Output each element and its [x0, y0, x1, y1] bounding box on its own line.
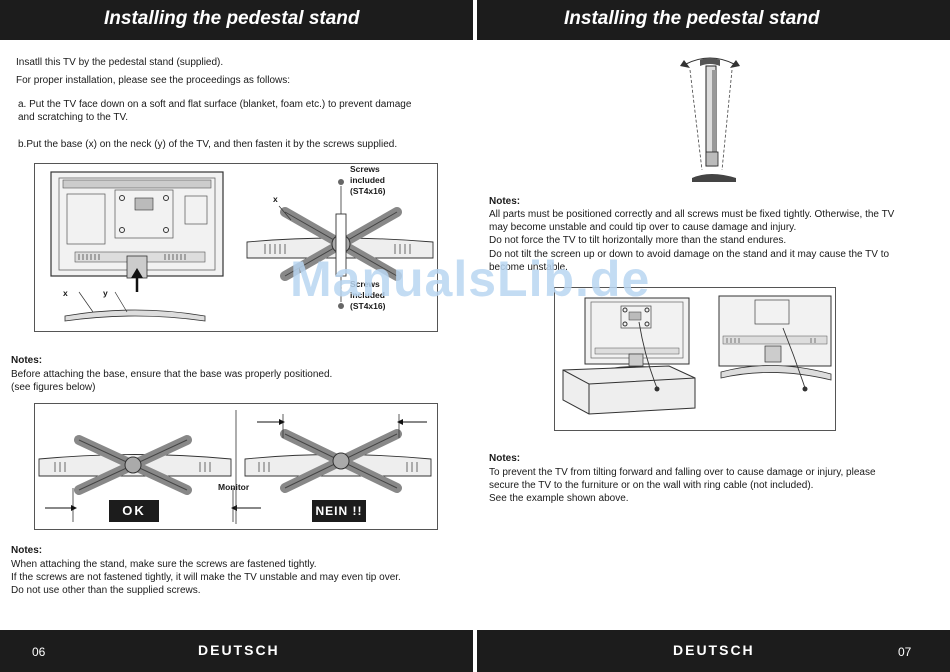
left-header-title: Installing the pedestal stand	[104, 8, 360, 29]
right-footer-language: DEUTSCH	[673, 642, 755, 658]
screws-bottom-line-1: Screws	[350, 279, 380, 289]
step-b: b.Put the base (x) on the neck (y) of th…	[18, 139, 398, 150]
figure-2-drawing	[38, 410, 432, 524]
screws-top-line-3: (ST4x16)	[350, 186, 386, 196]
figure-1-attach-base: x y x Screws included (ST4x16) Screws in…	[34, 163, 438, 332]
right-notes-2-line-1: To prevent the TV from tilting forward a…	[489, 467, 876, 478]
right-notes-1-line-2: may become unstable and could tip over t…	[489, 222, 797, 233]
left-notes-2-line-3: Do not use other than the supplied screw…	[11, 585, 201, 596]
left-notes-2-line-2: If the screws are not fastened tightly, …	[11, 572, 401, 583]
label-base-x-right: x	[273, 194, 278, 204]
right-notes-1-title: Notes:	[489, 196, 521, 207]
left-notes-2-title: Notes:	[11, 545, 43, 556]
screws-bottom-line-2: included	[350, 290, 385, 300]
right-notes-2-line-3: See the example shown above.	[489, 493, 629, 504]
left-page-header: Installing the pedestal stand	[0, 0, 473, 40]
screws-top-line-1: Screws	[350, 164, 380, 174]
right-header-title: Installing the pedestal stand	[564, 8, 820, 29]
screws-bottom-line-3: (ST4x16)	[350, 301, 386, 311]
screws-included-bottom: Screws included (ST4x16)	[350, 279, 385, 312]
figure-1-drawing	[50, 171, 434, 322]
screws-included-top: Screws included (ST4x16)	[350, 164, 385, 197]
watermark: ManualsLib.de	[290, 251, 651, 307]
left-page-footer: 06 DEUTSCH	[0, 630, 473, 672]
left-page-number: 06	[32, 645, 46, 659]
left-notes-1-line-1: Before attaching the base, ensure that t…	[11, 369, 333, 380]
left-footer-language: DEUTSCH	[198, 642, 280, 658]
right-notes-1-line-1: All parts must be positioned correctly a…	[489, 209, 895, 220]
label-base-x-left: x	[63, 288, 68, 298]
right-notes-2-title: Notes:	[489, 453, 521, 464]
figure-tilt-side-view	[680, 57, 740, 182]
ok-badge: OK	[109, 500, 159, 522]
right-page-footer: DEUTSCH 07	[477, 630, 950, 672]
left-notes-1-title: Notes:	[11, 355, 43, 366]
label-neck-y: y	[103, 288, 108, 298]
figure-secure-furniture	[554, 287, 836, 431]
intro-line-1: Insatll this TV by the pedestal stand (s…	[16, 57, 224, 68]
left-notes-2-line-1: When attaching the stand, make sure the …	[11, 559, 317, 570]
right-page-header: Installing the pedestal stand	[477, 0, 950, 40]
right-notes-2-line-2: secure the TV to the furniture or on the…	[489, 480, 814, 491]
figure-secure-drawing	[562, 295, 832, 415]
right-notes-1-line-4: Do not tilt the screen up or down to avo…	[489, 249, 890, 260]
left-notes-1-line-2: (see figures below)	[11, 382, 96, 393]
right-notes-1-line-3: Do not force the TV to tilt horizontally…	[489, 235, 787, 246]
right-page-number: 07	[898, 645, 912, 659]
step-a-line-2: and scratching to the TV.	[18, 112, 129, 123]
screws-top-line-2: included	[350, 175, 385, 185]
nein-badge: NEIN !!	[312, 500, 366, 522]
intro-line-2: For proper installation, please see the …	[16, 75, 291, 86]
step-a-line-1: a. Put the TV face down on a soft and fl…	[18, 99, 412, 110]
right-notes-1-line-5: become unstable.	[489, 262, 568, 273]
figure-2-positioning: OK Monitor NEIN !!	[34, 403, 438, 530]
monitor-label: Monitor	[218, 482, 250, 492]
